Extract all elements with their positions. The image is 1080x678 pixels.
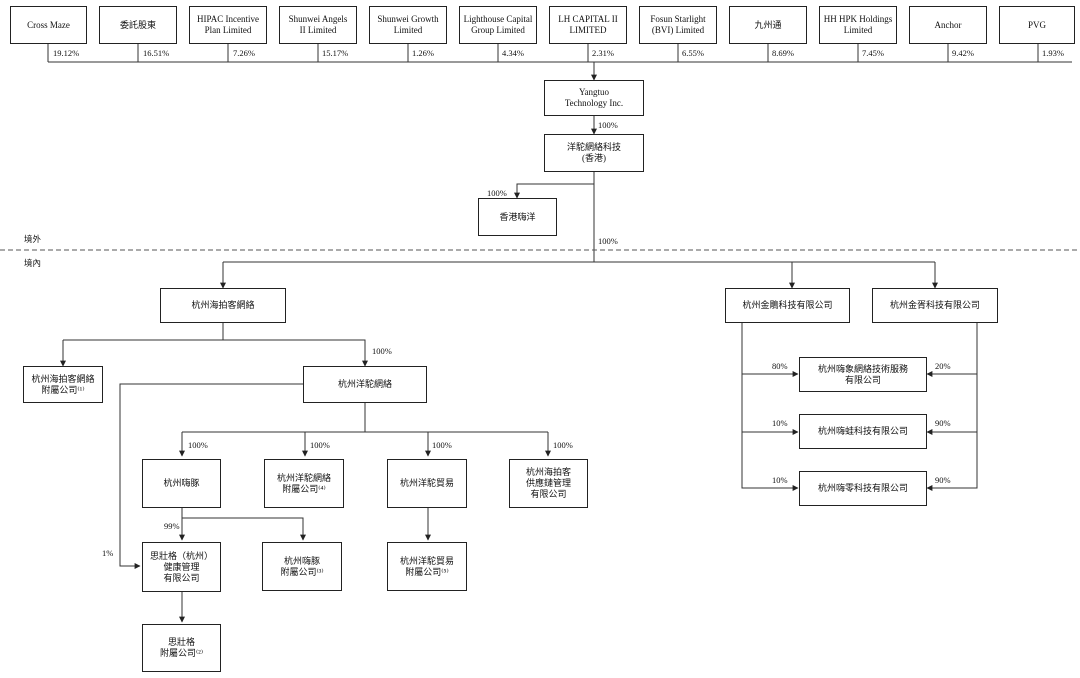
entity-yangtuo-net: 杭州洋駝網絡 xyxy=(303,366,427,403)
pct-jinyu-haixiang: 20% xyxy=(935,361,951,371)
shareholder-pct: 19.12% xyxy=(53,48,80,58)
entity-haipaike: 杭州海拍客網絡 xyxy=(160,288,286,323)
pct-jinpeng-haixiang: 80% xyxy=(772,361,788,371)
shareholder-box: Fosun Starlight (BVI) Limited xyxy=(639,6,717,44)
entity-sizhuangge: 思壯格（杭州） 健康管理 有限公司 xyxy=(142,542,221,592)
pct-jinpeng-hailing: 10% xyxy=(772,475,788,485)
shareholder-pct: 15.17% xyxy=(322,48,349,58)
shareholder-box: PVG xyxy=(999,6,1075,44)
pct-hk-haiyang: 100% xyxy=(487,188,507,198)
pct-haipaike-yangtuo-net: 100% xyxy=(372,346,392,356)
shareholder-pct: 9.42% xyxy=(952,48,974,58)
shareholder-box: Shunwei Growth Limited xyxy=(369,6,447,44)
entity-yangtuo-hk: 洋駝網絡科技 (香港) xyxy=(544,134,644,172)
entity-yangtuo-net-sub: 杭州洋駝網絡 附屬公司⁽⁴⁾ xyxy=(264,459,344,508)
pct-jinyu-haiwa: 90% xyxy=(935,418,951,428)
pct-net-supply: 100% xyxy=(553,440,573,450)
shareholder-box: HH HPK Holdings Limited xyxy=(819,6,897,44)
entity-haitun-sub: 杭州嗨豚 附屬公司⁽³⁾ xyxy=(262,542,342,591)
shareholder-box: 委託股東 xyxy=(99,6,177,44)
pct-yangtuo-hk: 100% xyxy=(598,120,618,130)
pct-haitun-sizhuangge: 99% xyxy=(164,521,180,531)
shareholder-pct: 6.55% xyxy=(682,48,704,58)
shareholder-pct: 7.26% xyxy=(233,48,255,58)
shareholder-box: Anchor xyxy=(909,6,987,44)
shareholder-pct: 2.31% xyxy=(592,48,614,58)
entity-supply-chain: 杭州海拍客 供應鏈管理 有限公司 xyxy=(509,459,588,508)
entity-haixiang: 杭州嗨象網絡技術服務 有限公司 xyxy=(799,357,927,392)
pct-jinyu-hailing: 90% xyxy=(935,475,951,485)
entity-yangtuo: Yangtuo Technology Inc. xyxy=(544,80,644,116)
entity-hailing: 杭州嗨零科技有限公司 xyxy=(799,471,927,506)
shareholder-pct: 1.93% xyxy=(1042,48,1064,58)
shareholder-pct: 4.34% xyxy=(502,48,524,58)
pct-jinpeng-haiwa: 10% xyxy=(772,418,788,428)
pct-net-sub: 100% xyxy=(310,440,330,450)
shareholder-pct: 1.26% xyxy=(412,48,434,58)
entity-jinyu: 杭州金胥科技有限公司 xyxy=(872,288,998,323)
entity-yangtuo-trade-sub: 杭州洋駝貿易 附屬公司⁽⁵⁾ xyxy=(387,542,467,591)
pct-hk-onshore: 100% xyxy=(598,236,618,246)
entity-sizhuangge-sub: 思壯格 附屬公司⁽²⁾ xyxy=(142,624,221,672)
shareholder-pct: 16.51% xyxy=(143,48,170,58)
shareholder-pct: 7.45% xyxy=(862,48,884,58)
shareholder-box: HIPAC Incentive Plan Limited xyxy=(189,6,267,44)
region-onshore: 境內 xyxy=(24,258,42,268)
entity-hk-haiyang: 香港嗨洋 xyxy=(478,198,557,236)
entity-haipaike-sub: 杭州海拍客網絡 附屬公司⁽¹⁾ xyxy=(23,366,103,403)
region-offshore: 境外 xyxy=(24,234,42,244)
shareholder-pct: 8.69% xyxy=(772,48,794,58)
shareholder-box: Cross Maze xyxy=(10,6,87,44)
pct-net-sizhuangge: 1% xyxy=(102,548,114,558)
entity-haitun: 杭州嗨豚 xyxy=(142,459,221,508)
shareholder-box: 九州通 xyxy=(729,6,807,44)
entity-haiwa: 杭州嗨蛙科技有限公司 xyxy=(799,414,927,449)
entity-yangtuo-trade: 杭州洋駝貿易 xyxy=(387,459,467,508)
shareholder-box: LH CAPITAL II LIMITED xyxy=(549,6,627,44)
pct-net-haitun: 100% xyxy=(188,440,208,450)
entity-jinpeng: 杭州金鵰科技有限公司 xyxy=(725,288,850,323)
shareholder-box: Lighthouse Capital Group Limited xyxy=(459,6,537,44)
pct-net-trade: 100% xyxy=(432,440,452,450)
shareholder-box: Shunwei Angels II Limited xyxy=(279,6,357,44)
